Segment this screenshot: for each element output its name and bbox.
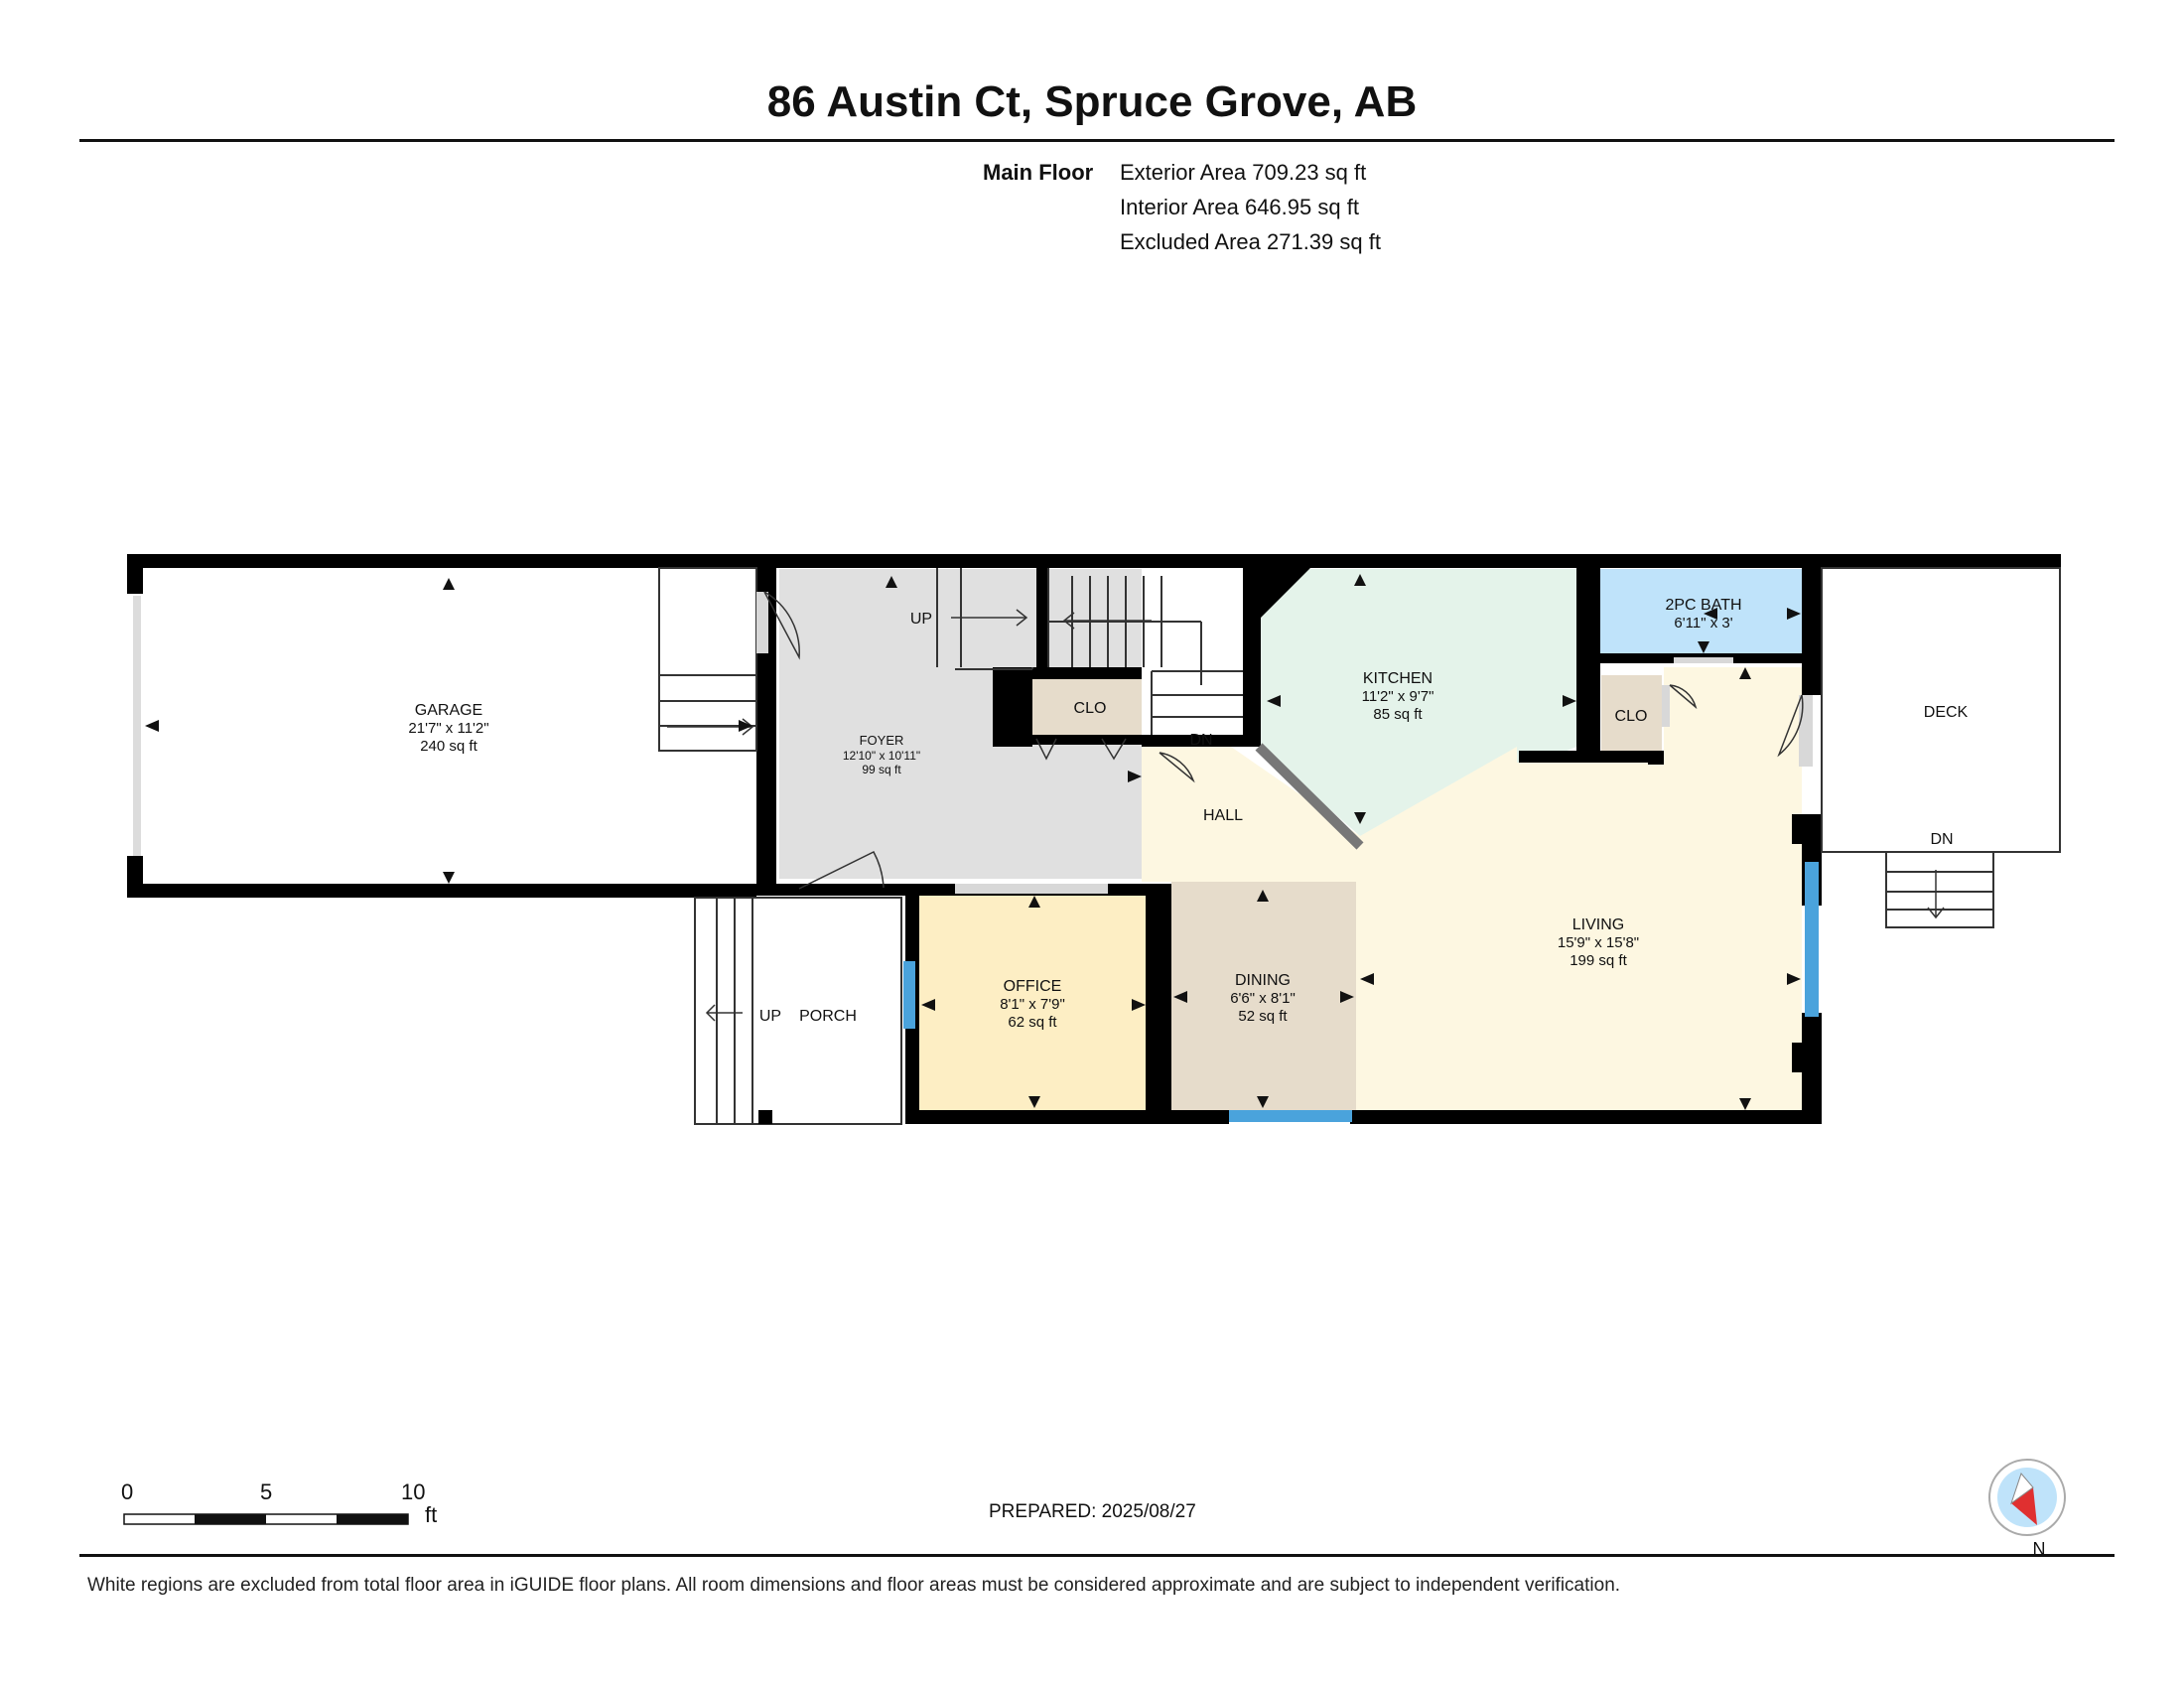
floor-label: Main Floor (983, 160, 1094, 185)
office-dims: 8'1" x 7'9" (1000, 996, 1065, 1013)
walls (127, 554, 2061, 1124)
living-fill (1142, 667, 1802, 1114)
foyer-dims: 12'10" x 10'11" (843, 749, 920, 763)
dining-name: DINING (1235, 972, 1291, 989)
deck-name: DECK (1924, 704, 1969, 721)
kitchen-dims: 11'2" x 9'7" (1362, 688, 1434, 705)
scale-bar (123, 1513, 409, 1525)
area-values: Exterior Area 709.23 sq ft Interior Area… (1120, 155, 1381, 259)
office-fill (918, 891, 1146, 1114)
closet-name-1: CLO (1074, 700, 1107, 717)
garage-dims: 21'7" x 11'2" (408, 720, 488, 737)
living-name: LIVING (1572, 916, 1624, 933)
porch-name: PORCH (799, 1008, 857, 1025)
dining-fill (1171, 882, 1356, 1114)
bath-fill (1600, 569, 1804, 653)
scale-five: 5 (260, 1479, 273, 1504)
living-area: 199 sq ft (1570, 952, 1627, 969)
disclaimer-text: White regions are excluded from total fl… (87, 1575, 1621, 1596)
foyer-name: FOYER (860, 733, 904, 748)
garage-name: GARAGE (415, 702, 482, 719)
kitchen-area: 85 sq ft (1373, 706, 1423, 723)
porch-post (758, 1110, 772, 1124)
closet-name-2: CLO (1615, 708, 1648, 725)
bath-dims: 6'11" x 3' (1674, 615, 1732, 632)
hall-name: HALL (1203, 807, 1243, 824)
garage-area: 240 sq ft (420, 738, 478, 755)
exterior-area: Exterior Area 709.23 sq ft (1120, 160, 1367, 185)
deck-down-label: DN (1930, 831, 1953, 848)
scale-zero: 0 (121, 1479, 134, 1504)
prepared-date: PREPARED: 2025/08/27 (989, 1501, 1196, 1522)
room-labels: GARAGE 21'7" x 11'2" 240 sq ft FOYER 12'… (408, 597, 1968, 1031)
porch-up-label: UP (759, 1008, 781, 1025)
stair-up-label: UP (910, 611, 932, 628)
door-swings (763, 591, 1804, 890)
header-rule (79, 139, 2115, 142)
foyer-area: 99 sq ft (862, 763, 901, 776)
closet-fill-1 (1032, 678, 1142, 736)
excluded-area: Excluded Area 271.39 sq ft (1120, 229, 1381, 254)
stair-down-label: DN (1189, 732, 1212, 749)
office-area: 62 sq ft (1008, 1014, 1057, 1031)
interior-area: Interior Area 646.95 sq ft (1120, 195, 1359, 219)
living-dims: 15'9" x 15'8" (1558, 934, 1639, 951)
scale-ten: 10 (401, 1479, 426, 1504)
office-name: OFFICE (1004, 978, 1062, 995)
kitchen-counter (1255, 743, 1364, 850)
dimension-arrows (145, 574, 1801, 1110)
dining-dims: 6'6" x 8'1" (1230, 990, 1296, 1007)
closet-fill-2 (1601, 675, 1662, 757)
north-compass-icon: N (1988, 1459, 2066, 1559)
kitchen-name: KITCHEN (1363, 670, 1433, 687)
bath-name: 2PC BATH (1665, 597, 1741, 614)
stair-arrows (667, 609, 1945, 1022)
dining-area: 52 sq ft (1238, 1008, 1288, 1025)
footer-rule (79, 1554, 2115, 1557)
scale-unit: ft (425, 1502, 438, 1527)
page-title: 86 Austin Ct, Spruce Grove, AB (766, 77, 1418, 126)
